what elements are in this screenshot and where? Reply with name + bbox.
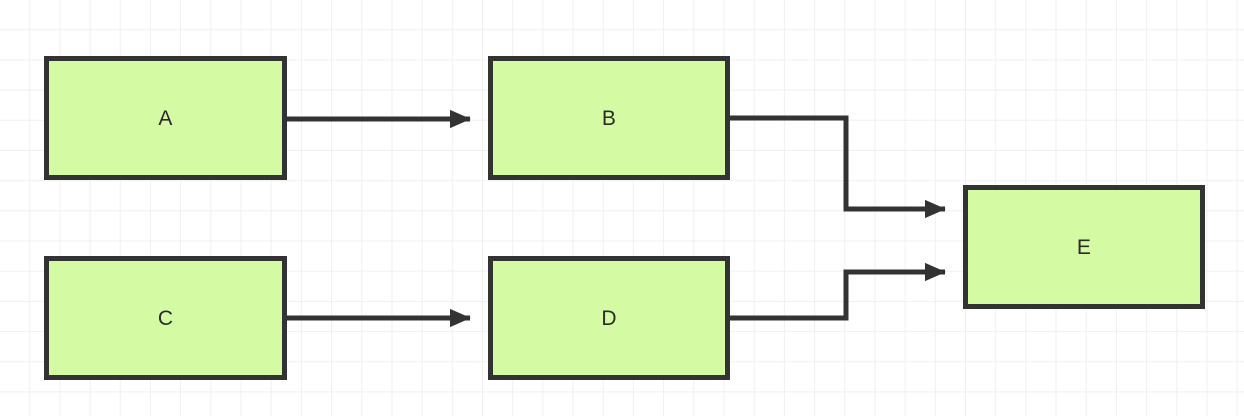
node-d[interactable]: D [488, 256, 730, 380]
node-b-label: B [601, 106, 617, 130]
node-a-label: A [158, 106, 173, 130]
node-a[interactable]: A [44, 56, 287, 180]
edge-b-to-e [730, 115, 946, 219]
node-b[interactable]: B [488, 56, 730, 180]
node-e[interactable]: E [963, 185, 1205, 309]
node-c[interactable]: C [44, 256, 287, 380]
node-c-label: C [157, 306, 174, 330]
node-d-label: D [601, 306, 617, 330]
edge-d-to-e [730, 262, 946, 321]
node-e-label: E [1076, 235, 1092, 259]
